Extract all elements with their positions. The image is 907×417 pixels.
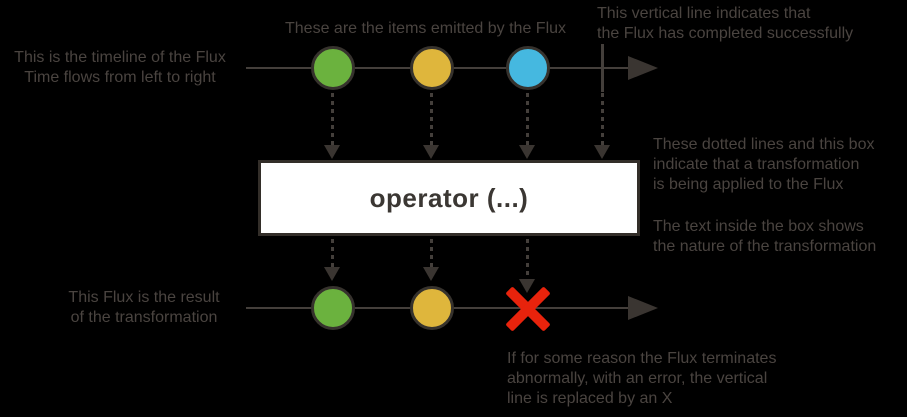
- annotation-result-flux: This Flux is the result of the transform…: [68, 289, 220, 326]
- result-marble-yellow: [410, 286, 454, 330]
- dotted-line: [430, 93, 433, 145]
- operator-box: operator (...): [258, 160, 640, 236]
- annotation-items-emitted: These are the items emitted by the Flux: [285, 20, 567, 37]
- arrowhead-down-icon: [324, 267, 340, 281]
- source-marble-blue: [506, 46, 550, 90]
- result-marble-green: [311, 286, 355, 330]
- dotted-line: [331, 93, 334, 145]
- result-timeline-arrowhead-icon: [628, 296, 658, 320]
- annotation-error: If for some reason the Flux terminates a…: [507, 350, 777, 407]
- arrowhead-down-icon: [423, 267, 439, 281]
- dotted-line: [430, 239, 433, 267]
- operator-label: operator (...): [369, 182, 529, 213]
- annotation-timeline: This is the timeline of the Flux Time fl…: [14, 49, 226, 86]
- arrowhead-down-icon: [519, 145, 535, 159]
- dotted-line: [601, 93, 604, 145]
- annotation-box-text: The text inside the box shows the nature…: [653, 218, 877, 255]
- annotation-transformation: These dotted lines and this box indicate…: [653, 136, 875, 193]
- arrowhead-down-icon: [594, 145, 610, 159]
- arrowhead-down-icon: [519, 279, 535, 293]
- source-marble-yellow: [410, 46, 454, 90]
- dotted-line: [331, 239, 334, 267]
- dotted-line: [526, 93, 529, 145]
- dotted-line: [526, 239, 529, 279]
- annotation-complete-line: This vertical line indicates that the Fl…: [597, 5, 854, 42]
- arrowhead-down-icon: [324, 145, 340, 159]
- source-timeline-arrowhead-icon: [628, 56, 658, 80]
- source-marble-green: [311, 46, 355, 90]
- error-x-icon: [505, 286, 551, 332]
- arrowhead-down-icon: [423, 145, 439, 159]
- complete-signal-line: [601, 44, 604, 92]
